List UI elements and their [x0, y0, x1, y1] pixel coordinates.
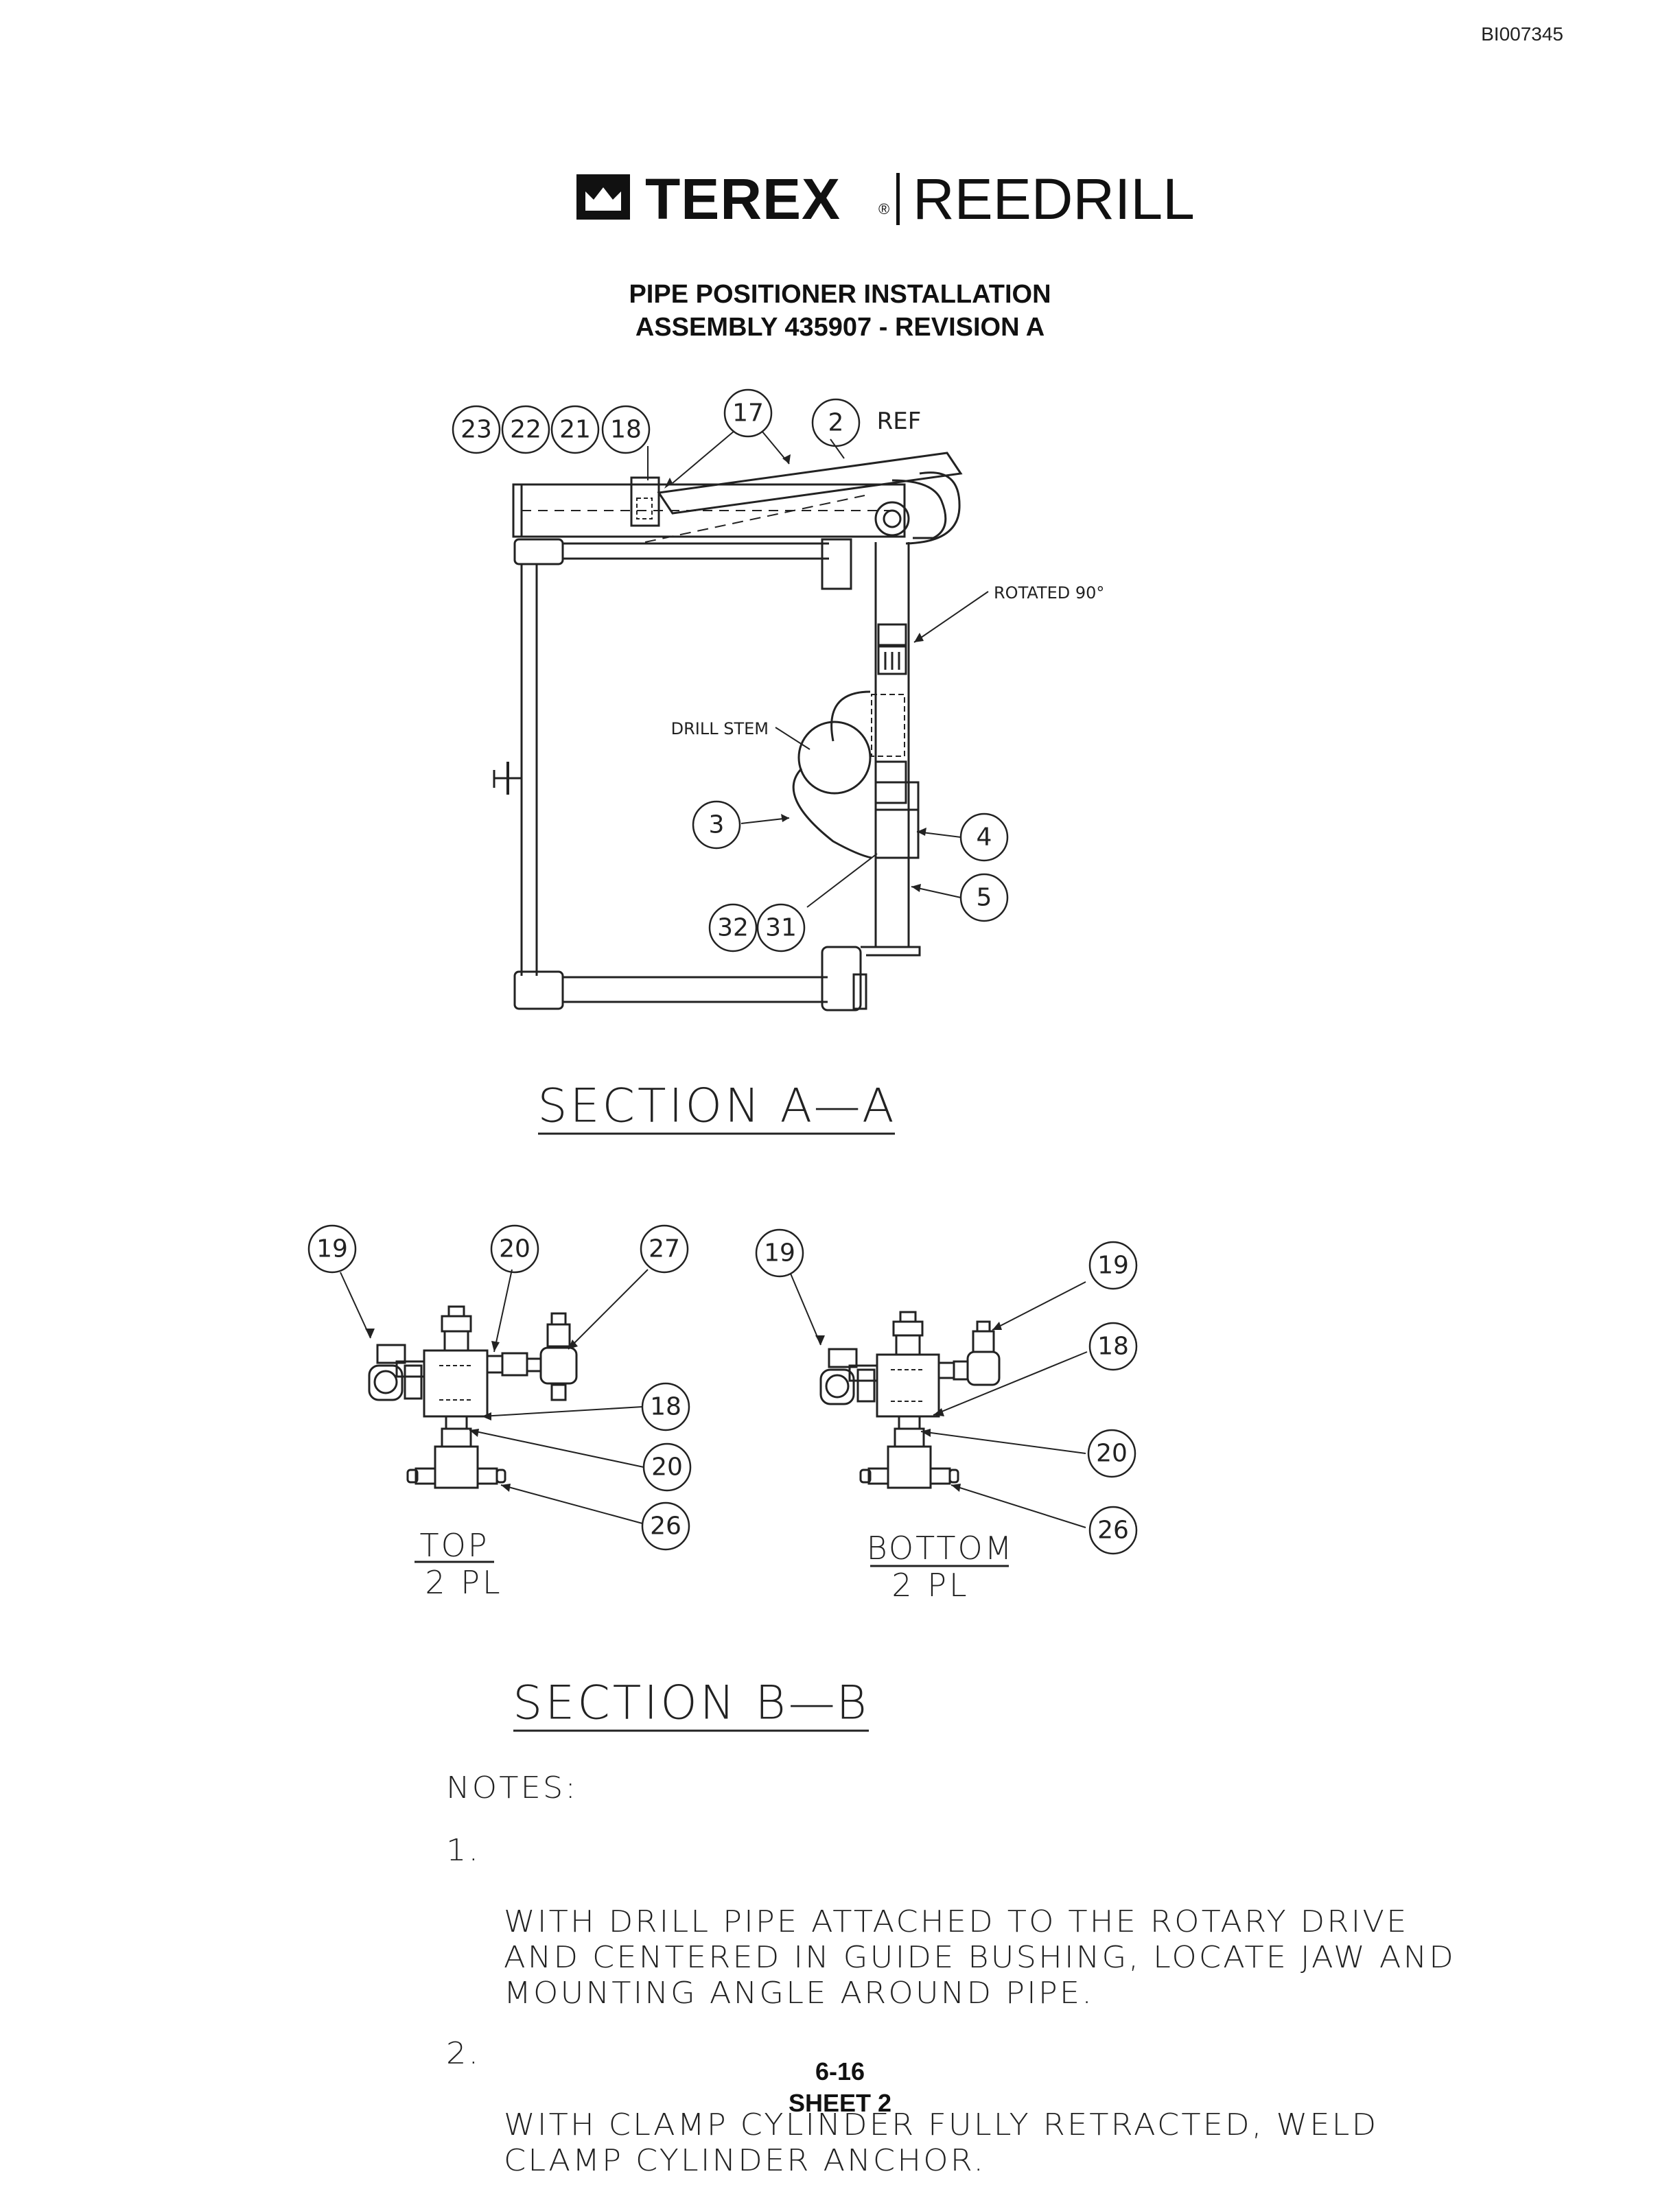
section-bb-bottom-drawing [790, 1273, 1088, 1528]
notes-title: NOTES: [446, 1770, 579, 1805]
callout-18: 18 [610, 416, 642, 444]
top-callout-26: 26 [650, 1512, 681, 1541]
section-bb-label: SECTION B—B [513, 1676, 870, 1731]
note-number: 2. [446, 2036, 481, 2071]
callout-23: 23 [460, 416, 492, 444]
callout-21: 21 [559, 416, 591, 444]
note-number: 1. [446, 1833, 481, 1868]
callout-22: 22 [510, 416, 541, 444]
callout-31: 31 [765, 914, 797, 942]
document-id: BI007345 [1481, 23, 1563, 45]
bottom-callout-19: 19 [764, 1239, 795, 1267]
callout-17: 17 [732, 399, 764, 428]
callout-2: 2 [828, 409, 844, 437]
crown-logo-icon [576, 174, 630, 220]
callout-4: 4 [977, 823, 992, 852]
page-number: 6-16 [815, 2057, 865, 2085]
callout-3: 3 [709, 811, 725, 839]
section-aa-label: SECTION A—A [537, 1079, 896, 1134]
note-item: 2. WITH CLAMP CYLINDER FULLY RETRACTED, … [446, 2036, 1456, 2179]
ref-label: REF [877, 408, 922, 435]
terex-reedrill-logo: TEREX ® REEDRILL [576, 165, 1195, 233]
top-callout-20b: 20 [651, 1453, 683, 1482]
rotated-label: ROTATED 90° [994, 583, 1104, 603]
section-bb-top-drawing [340, 1269, 649, 1524]
drill-stem-label: DRILL STEM [671, 719, 769, 738]
top-callout-19: 19 [316, 1235, 348, 1263]
bottom-callout-18: 18 [1097, 1333, 1129, 1361]
bottom-callout-26: 26 [1097, 1517, 1129, 1545]
bottom-callout-20: 20 [1096, 1440, 1128, 1468]
top-view-label: TOP [419, 1527, 489, 1564]
callout-5: 5 [977, 884, 992, 912]
callout-32: 32 [717, 914, 749, 942]
logo-divider [896, 173, 900, 225]
document-title: PIPE POSITIONER INSTALLATION [629, 280, 1051, 309]
bottom-view-label: BOTTOM [867, 1530, 1014, 1567]
note-item: 1. WITH DRILL PIPE ATTACHED TO THE ROTAR… [446, 1833, 1456, 2011]
note-text: WITH CLAMP CYLINDER FULLY RETRACTED, WEL… [504, 2107, 1379, 2178]
division-name: REEDRILL [913, 167, 1195, 231]
assembly-subtitle: ASSEMBLY 435907 - REVISION A [635, 313, 1045, 342]
top-callout-27: 27 [649, 1235, 680, 1263]
section-aa-drawing [493, 430, 989, 1012]
note-text: WITH DRILL PIPE ATTACHED TO THE ROTARY D… [504, 1904, 1456, 2011]
bottom-qty-label: 2 PL [891, 1567, 969, 1604]
brand-name: TEREX [645, 167, 841, 231]
notes-block: NOTES: 1. WITH DRILL PIPE ATTACHED TO TH… [446, 1770, 1456, 2198]
top-callout-18: 18 [650, 1393, 681, 1421]
bottom-callout-19b: 19 [1097, 1252, 1129, 1280]
registered-mark: ® [878, 200, 890, 218]
sheet-number: SHEET 2 [788, 2089, 892, 2117]
top-callout-20: 20 [499, 1235, 530, 1263]
top-qty-label: 2 PL [425, 1564, 502, 1601]
